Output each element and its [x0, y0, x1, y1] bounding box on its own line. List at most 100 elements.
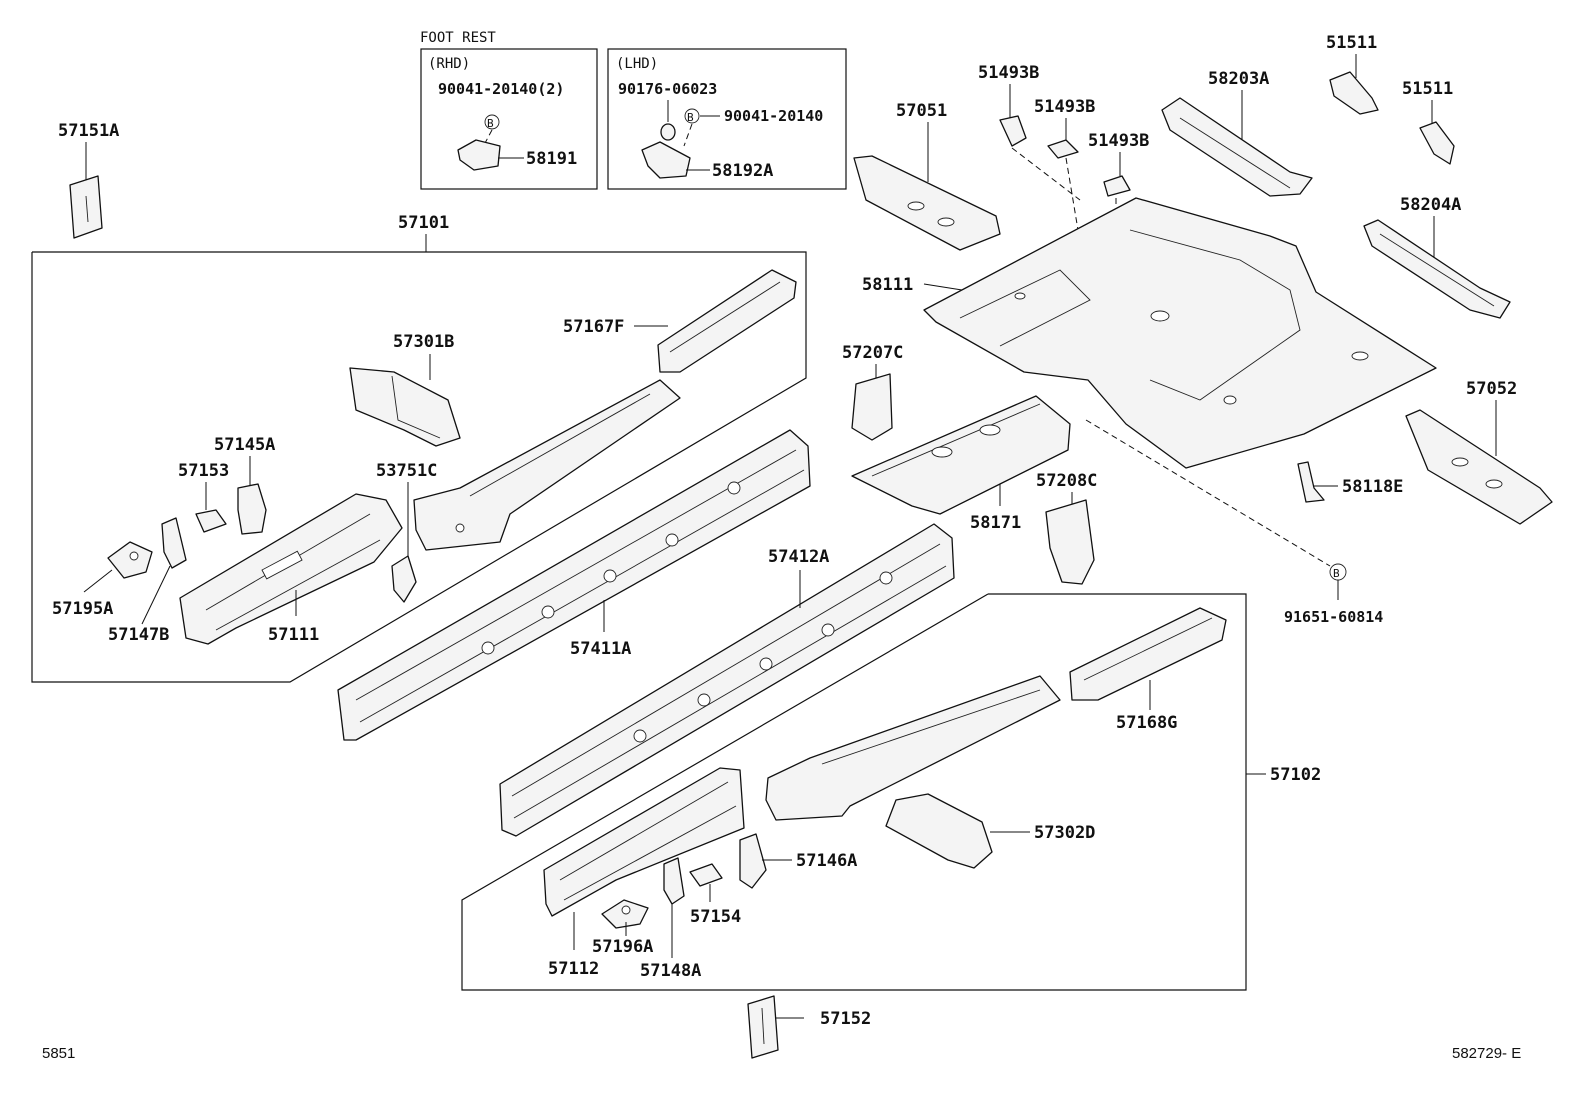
rear-rail-57102: [765, 675, 1061, 821]
part-57168G: [1069, 607, 1227, 701]
rhd-part-label: 58191: [526, 149, 577, 169]
part-57208C: [1045, 499, 1095, 585]
lhd-marker-b: [684, 108, 700, 124]
part-57112: [543, 767, 745, 917]
label-57152: 57152: [820, 1009, 871, 1029]
rhd-bolt-label: 90041-20140(2): [438, 80, 564, 98]
part-58204A-group: 58204A: [1363, 195, 1511, 319]
rhd-marker-b: [484, 114, 500, 130]
part-57412A: [499, 523, 955, 837]
label-57411A: 57411A: [570, 639, 631, 659]
part-57411A-group: 57411A: [337, 429, 811, 741]
part-57207C-group: 57207C: [842, 343, 903, 441]
label-57154: 57154: [690, 907, 741, 927]
label-57208C: 57208C: [1036, 471, 1097, 491]
part-57207C: [851, 373, 893, 441]
part-57152-group: 57152: [747, 995, 871, 1059]
foot-rest-title: FOOT REST: [420, 30, 496, 46]
lhd-bolt-label: 90041-20140: [724, 107, 823, 125]
part-51511-1: [1329, 71, 1379, 115]
part-57146A: [739, 833, 767, 889]
rear-rail-57101: [413, 379, 681, 551]
label-57051: 57051: [896, 101, 947, 121]
part-57301B: [349, 367, 461, 447]
lhd-clip-part: [660, 123, 676, 141]
label-57302D: 57302D: [1034, 823, 1095, 843]
part-57051: [853, 155, 1001, 251]
part-51493B-group: 51493B 51493B 51493B: [978, 63, 1149, 300]
label-57168G: 57168G: [1116, 713, 1177, 733]
part-57052-group: 57052: [1405, 379, 1553, 525]
label-57207C: 57207C: [842, 343, 903, 363]
part-57052: [1405, 409, 1553, 525]
assembly-57102: 57102 57168G 57302D 57146A 57154 57148A …: [461, 593, 1321, 991]
part-57208C-group: 57208C: [1036, 471, 1097, 585]
part-58118E-group: 58118E: [1297, 461, 1403, 503]
part-51511-2: [1419, 121, 1455, 165]
part-58111-group: 58111: [862, 197, 1437, 469]
part-51493B-2: [1047, 139, 1079, 159]
part-58171-group: 58171: [851, 395, 1071, 533]
part-57412A-group: 57412A: [499, 523, 955, 837]
part-57153: [195, 509, 227, 533]
lhd-clip-label: 90176-06023: [618, 80, 717, 98]
frame-57102: [461, 593, 1247, 991]
foot-rest-rhd-part: [457, 139, 501, 171]
label-51493B-2: 51493B: [1034, 97, 1095, 117]
label-57111: 57111: [268, 625, 319, 645]
label-57412A: 57412A: [768, 547, 829, 567]
part-57151A-group: 57151A: [58, 121, 119, 239]
assembly-57101: 57101 57167F 57301B 57145A 57153 53751C: [31, 213, 807, 683]
part-58203A-group: 58203A: [1161, 69, 1313, 197]
part-57145A: [237, 483, 267, 535]
foot-rest-lhd-part: [641, 141, 691, 179]
part-58111: [923, 197, 1437, 469]
label-57052: 57052: [1466, 379, 1517, 399]
label-57301B: 57301B: [393, 332, 454, 352]
label-51511-1: 51511: [1326, 33, 1377, 53]
part-53751C: [391, 555, 417, 603]
label-57153: 57153: [178, 461, 229, 481]
part-57147B: [161, 517, 187, 569]
label-91651-60814: 91651-60814: [1284, 608, 1383, 626]
label-58111: 58111: [862, 275, 913, 295]
label-57167F: 57167F: [563, 317, 624, 337]
label-58204A: 58204A: [1400, 195, 1461, 215]
marker-b-text: B: [1333, 567, 1340, 580]
label-53751C: 53751C: [376, 461, 437, 481]
part-58203A: [1161, 97, 1313, 197]
label-57147B: 57147B: [108, 625, 169, 645]
label-57196A: 57196A: [592, 937, 653, 957]
part-58204A: [1363, 219, 1511, 319]
foot-rest-group: FOOT REST (RHD) 90041-20140(2) B 58191 (…: [420, 30, 847, 190]
label-51511-2: 51511: [1402, 79, 1453, 99]
label-58118E: 58118E: [1342, 477, 1403, 497]
footer-right-code: 582729- E: [1452, 1045, 1521, 1062]
label-57146A: 57146A: [796, 851, 857, 871]
part-57051-group: 57051: [853, 101, 1001, 251]
label-57145A: 57145A: [214, 435, 275, 455]
lhd-inset-frame: [607, 48, 847, 190]
lhd-tag: (LHD): [616, 56, 658, 72]
part-57111: [179, 493, 403, 645]
label-57148A: 57148A: [640, 961, 701, 981]
lhd-marker-b-text: B: [687, 111, 694, 124]
part-57302D: [885, 793, 993, 869]
label-57101: 57101: [398, 213, 449, 233]
part-57411A: [337, 429, 811, 741]
part-58171: [851, 395, 1071, 515]
footer-left-code: 5851: [42, 1045, 75, 1062]
part-51493B-1: [999, 115, 1027, 147]
part-57195A: [107, 541, 153, 579]
lhd-part-label: 58192A: [712, 161, 773, 181]
label-57151A: 57151A: [58, 121, 119, 141]
part-51493B-3: [1103, 175, 1131, 197]
part-57151A: [69, 175, 103, 239]
part-58118E: [1297, 461, 1325, 503]
label-57112: 57112: [548, 959, 599, 979]
label-57102: 57102: [1270, 765, 1321, 785]
rhd-tag: (RHD): [428, 56, 470, 72]
label-51493B-1: 51493B: [978, 63, 1039, 83]
label-58203A: 58203A: [1208, 69, 1269, 89]
